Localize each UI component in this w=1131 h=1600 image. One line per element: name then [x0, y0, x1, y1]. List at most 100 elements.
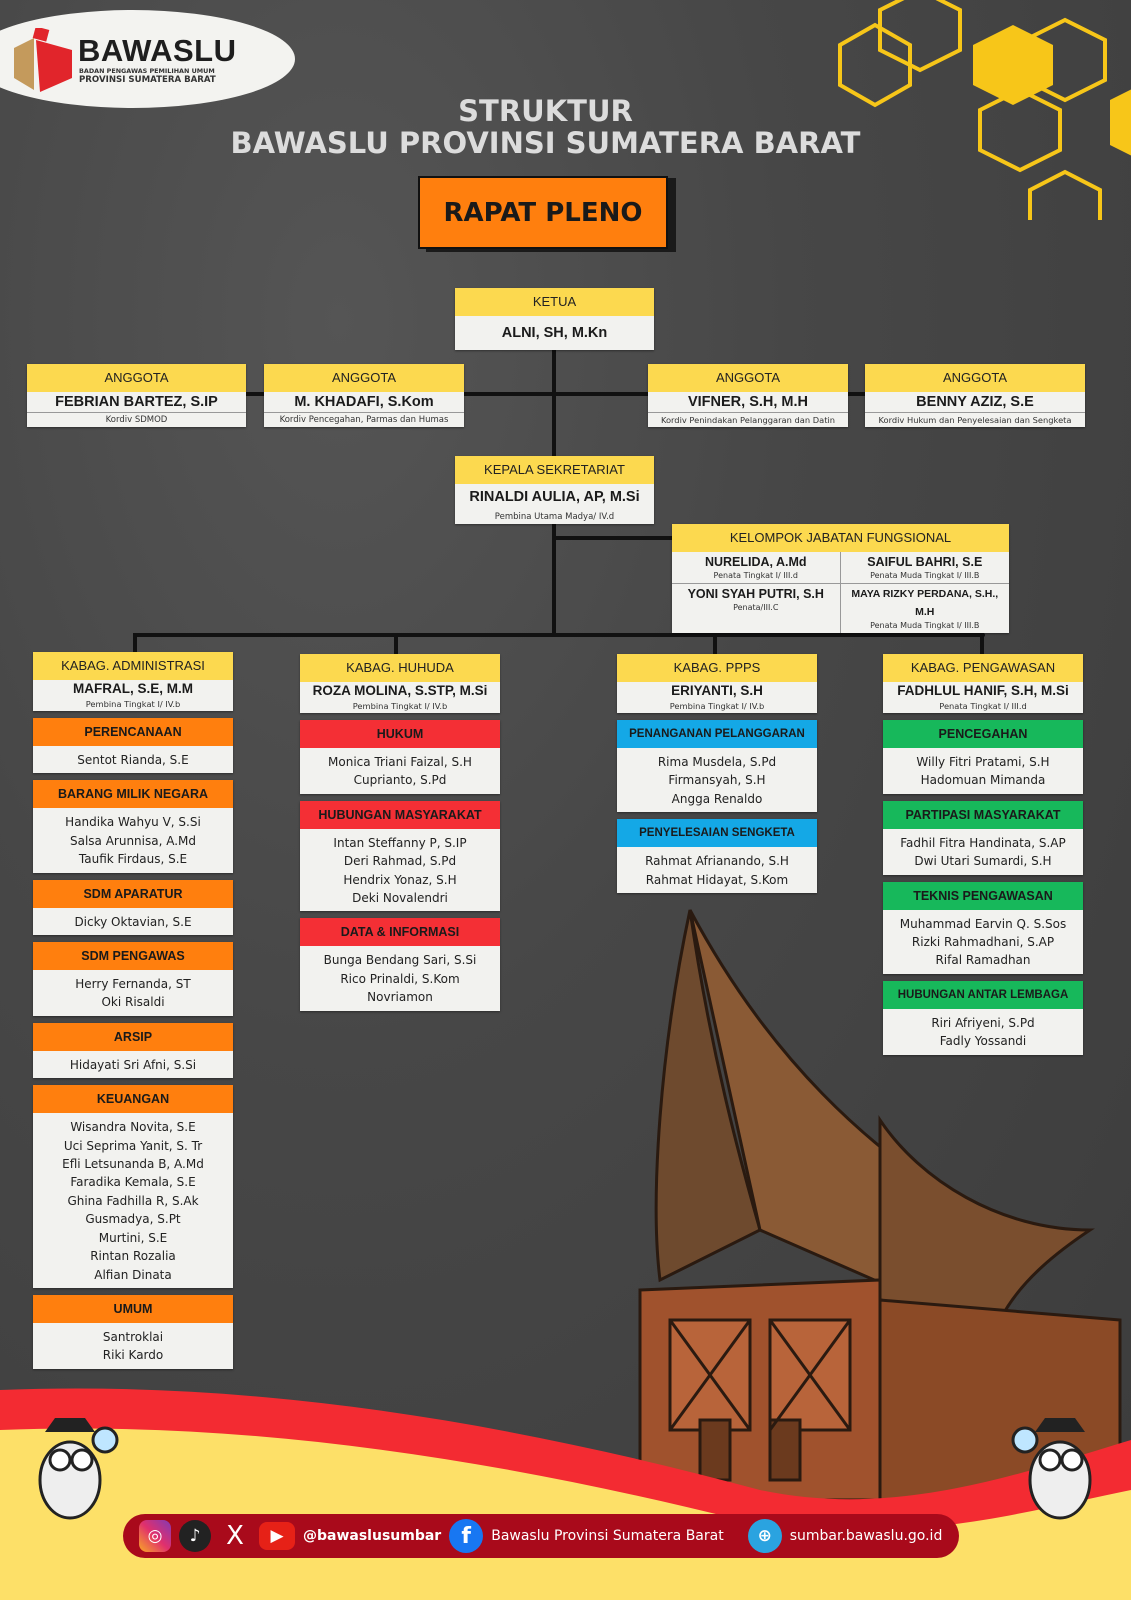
anggota-role: ANGGOTA	[27, 364, 246, 392]
sekretariat-box: KEPALA SEKRETARIAT RINALDI AULIA, AP, M.…	[455, 456, 654, 524]
division-drop	[133, 633, 137, 653]
member-name: Gusmadya, S.Pt	[85, 1212, 181, 1227]
member-name: Wisandra Novita, S.E	[70, 1120, 196, 1135]
member-name: Intan Steffanny P, S.IP	[333, 835, 467, 850]
member-name: Rintan Rozalia	[90, 1249, 176, 1264]
kjf-title: KELOMPOK JABATAN FUNGSIONAL	[672, 524, 1009, 552]
tiktok-icon[interactable]: ♪	[179, 1520, 211, 1552]
member-name: Sentot Rianda, S.E	[77, 753, 189, 767]
member-name: Hendrix Yonaz, S.H	[343, 872, 457, 887]
member-name: Uci Seprima Yanit, S. Tr	[63, 1138, 203, 1153]
member-name: Rico Prinaldi, S.Kom	[340, 971, 460, 986]
kjf-member: MAYA RIZKY PERDANA, S.H., M.H Penata Muda…	[840, 583, 1009, 633]
ketua-role: KETUA	[455, 288, 654, 316]
member-name: Muhammad Earvin Q. S.Sos	[899, 916, 1067, 931]
member-name: Hadomuan Mimanda	[920, 773, 1046, 788]
kjf-name: SAIFUL BAHRI, S.E	[867, 555, 983, 569]
anggota-name: FEBRIAN BARTEZ, S.IP	[55, 394, 218, 410]
section-box: ARSIP Hidayati Sri Afni, S.Si	[33, 1022, 233, 1079]
anggota-desc: Kordiv Hukum dan Penyelesaian dan Sengke…	[865, 412, 1085, 427]
section-members: Sentot Rianda, S.E	[33, 746, 233, 773]
kjf-rank: Penata Muda Tingkat I/ III.B	[870, 621, 980, 630]
title-line-2: BAWASLU PROVINSI SUMATERA BARAT	[230, 126, 861, 160]
instagram-icon[interactable]: ◎	[139, 1520, 171, 1552]
member-name: Cuprianto, S.Pd	[353, 773, 447, 788]
member-name: Riki Kardo	[102, 1348, 164, 1363]
section-box: KEUANGAN Wisandra Novita, S.E Uci Seprima …	[33, 1085, 233, 1288]
section-members: Hidayati Sri Afni, S.Si	[33, 1051, 233, 1078]
kjf-name: MAYA RIZKY PERDANA, S.H., M.H	[851, 588, 999, 618]
anggota-connector	[246, 392, 865, 396]
facebook-icon[interactable]: f	[449, 1519, 484, 1553]
anggota-box: ANGGOTA M. KHADAFI, S.Kom Kordiv Pencega…	[264, 364, 464, 427]
member-name: Rifal Ramadhan	[935, 953, 1031, 968]
mascot-right-icon	[1011, 1418, 1092, 1520]
social-handle[interactable]: @bawaslusumbar	[303, 1528, 442, 1544]
member-name: Willy Fitri Pratami, S.H	[916, 755, 1050, 769]
member-name: Rima Musdela, S.Pd	[657, 755, 777, 769]
youtube-icon[interactable]: ▶	[259, 1522, 295, 1550]
member-name: Hidayati Sri Afni, S.Si	[69, 1057, 197, 1072]
section-box: BARANG MILIK NEGARA Handika Wahyu V, S.Si…	[33, 780, 233, 873]
member-name: Deki Novalendri	[352, 891, 448, 906]
member-name: Fadly Yossandi	[939, 1034, 1027, 1049]
sekretariat-name: RINALDI AULIA, AP, M.Si	[469, 489, 640, 505]
member-name: Monica Triani Faizal, S.H	[328, 755, 472, 769]
section-title: KEUANGAN	[33, 1085, 233, 1114]
anggota-box: ANGGOTA VIFNER, S.H, M.H Kordiv Penindak…	[648, 364, 848, 427]
bottom-wave-decoration	[0, 1388, 1131, 1600]
logo-subtitle: BADAN PENGAWAS PEMILIHAN UMUM	[79, 67, 215, 75]
bawaslu-logo-icon	[14, 28, 72, 92]
member-name: Herry Fernanda, ST	[75, 977, 191, 992]
anggota-name: BENNY AZIZ, S.E	[916, 394, 1034, 410]
member-name: Ghina Fadhilla R, S.Ak	[67, 1193, 199, 1208]
kabag-name: MAFRAL, S.E, M.M	[73, 681, 193, 696]
website-link[interactable]: sumbar.bawaslu.go.id	[789, 1528, 943, 1544]
member-name: Salsa Arunnisa, A.Md	[69, 833, 197, 848]
kabag-rank: Pembina Tingkat I/ IV.b	[352, 701, 448, 711]
member-name: Faradika Kemala, S.E	[70, 1175, 196, 1190]
x-icon[interactable]: X	[226, 1521, 244, 1551]
section-title: UMUM	[33, 1294, 233, 1323]
footer-bar: ◎ ♪ X ▶ @bawaslusumbar f Bawaslu Provins…	[123, 1514, 959, 1558]
anggota-role: ANGGOTA	[865, 364, 1085, 392]
member-name: Fadhil Fitra Handinata, S.AP	[900, 835, 1066, 850]
section-members: Willy Fitri Pratami, S.H Hadomuan Mimanda	[883, 748, 1083, 794]
kjf-name: NURELIDA, A.Md	[704, 555, 807, 569]
section-members: Monica Triani Faizal, S.H Cuprianto, S.Pd	[300, 748, 500, 794]
member-name: Handika Wahyu V, S.Si	[65, 815, 201, 830]
facebook-page[interactable]: Bawaslu Provinsi Sumatera Barat	[491, 1528, 724, 1544]
kjf-connector	[554, 536, 672, 540]
ketua-name: ALNI, SH, M.Kn	[501, 325, 608, 341]
globe-icon[interactable]: ⊕	[747, 1519, 782, 1553]
anggota-desc: Kordiv Penindakan Pelanggaran dan Datin	[648, 412, 848, 427]
anggota-name: VIFNER, S.H, M.H	[687, 394, 809, 410]
anggota-name: M. KHADAFI, S.Kom	[294, 394, 434, 410]
anggota-role: ANGGOTA	[648, 364, 848, 392]
section-title: ARSIP	[33, 1022, 233, 1051]
kabag-name: FADHLUL HANIF, S.H, M.Si	[897, 683, 1069, 698]
ketua-box: KETUA ALNI, SH, M.Kn	[455, 288, 654, 350]
honeycomb-decoration	[838, 0, 1131, 220]
member-name: Angga Renaldo	[671, 791, 763, 806]
section-title: BARANG MILIK NEGARA	[33, 780, 233, 809]
logo-text: BAWASLU	[78, 33, 237, 68]
